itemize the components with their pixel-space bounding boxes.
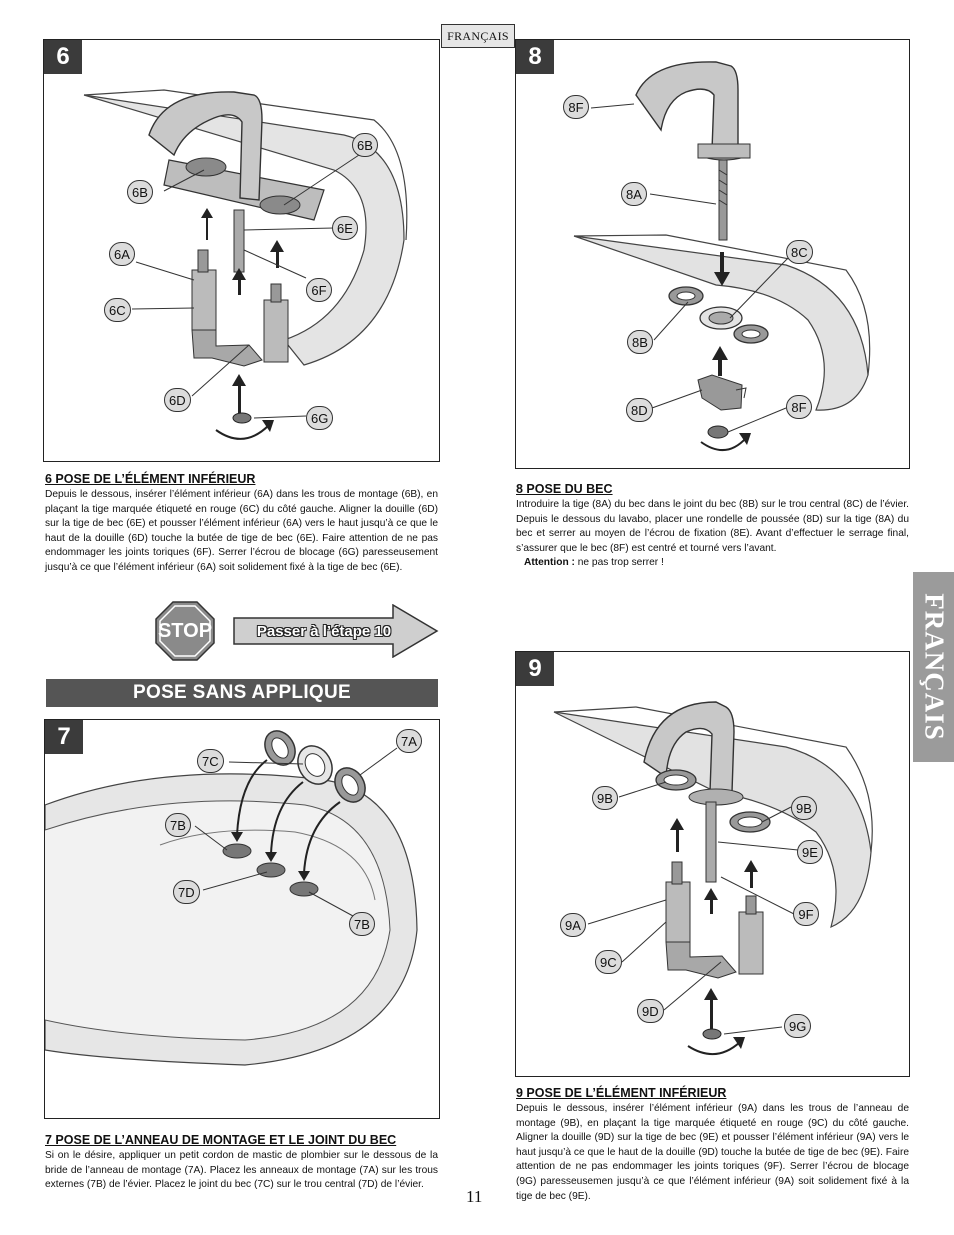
callout-9d: 9D: [637, 999, 664, 1023]
step-9-panel: 9 9B 9B 9E 9F 9A 9C 9D 9G: [515, 651, 910, 1077]
skip-arrow-shape: [233, 603, 439, 659]
callout-8a: 8A: [621, 182, 647, 206]
step-9-badge: 9: [516, 652, 554, 686]
step-7-panel: 7 7A 7C 7B 7D 7B: [44, 719, 440, 1119]
step-6-panel: 6 6B 6B 6E 6A 6F 6C 6D 6G: [43, 39, 440, 462]
step-8-attention: Attention : ne pas trop serrer !: [524, 556, 909, 570]
callout-9b-left: 9B: [592, 786, 618, 810]
callout-8d: 8D: [626, 398, 653, 422]
callout-7d: 7D: [173, 880, 200, 904]
stop-sign: STOP: [155, 601, 215, 661]
attention-text: ne pas trop serrer !: [574, 557, 664, 569]
step-8-title: 8 POSE DU BEC: [516, 482, 613, 496]
step-7-body: Si on le désire, appliquer un petit cord…: [45, 1150, 438, 1191]
callout-6b-right: 6B: [352, 133, 378, 157]
step-7-badge: 7: [45, 720, 83, 754]
step-8-badge: 8: [516, 40, 554, 74]
callout-6g: 6G: [306, 406, 334, 430]
side-language-label: FRANÇAIS: [919, 593, 949, 741]
step-7-title: 7 POSE DE L’ANNEAU DE MONTAGE ET LE JOIN…: [45, 1133, 397, 1147]
step-7-text: 7 POSE DE L’ANNEAU DE MONTAGE ET LE JOIN…: [45, 1133, 438, 1193]
callout-6c: 6C: [104, 298, 131, 322]
step-6-text: 6 POSE DE L’ÉLÉMENT INFÉRIEUR Depuis le …: [45, 472, 438, 576]
callout-7b-top: 7B: [165, 813, 191, 837]
step-9-text: 9 POSE DE L’ÉLÉMENT INFÉRIEUR Depuis le …: [516, 1086, 909, 1204]
step-6-title: 6 POSE DE L’ÉLÉMENT INFÉRIEUR: [45, 472, 256, 486]
callout-6b-left: 6B: [127, 180, 153, 204]
skip-arrow-label: Passer à l’étape 10: [256, 622, 392, 640]
attention-label: Attention :: [524, 557, 575, 569]
skip-arrow: Passer à l’étape 10: [233, 603, 439, 659]
step-9-body: Depuis le dessous, insérer l’élément inf…: [516, 1103, 909, 1202]
callout-9g: 9G: [784, 1014, 812, 1038]
step-6-illustration: [83, 89, 408, 440]
stop-label: STOP: [157, 619, 213, 642]
callout-6a: 6A: [109, 242, 135, 266]
step-9-illustration: [553, 701, 873, 1055]
section-banner: POSE SANS APPLIQUE: [46, 679, 438, 707]
callout-8b: 8B: [627, 330, 653, 354]
callout-9a: 9A: [560, 913, 586, 937]
step-7-illustration: [45, 730, 418, 1066]
callout-7a: 7A: [396, 729, 422, 753]
step-8-illustration: [573, 61, 871, 451]
side-language-tab: FRANÇAIS: [913, 572, 954, 762]
callout-9b-right: 9B: [791, 796, 817, 820]
callout-9f: 9F: [793, 902, 819, 926]
page-number: 11: [466, 1187, 483, 1206]
step-8-panel: 8 8F 8A 8C 8B 8D 8F: [515, 39, 910, 469]
callout-6f: 6F: [306, 278, 332, 302]
step-8-text: 8 POSE DU BEC Introduire la tige (8A) du…: [516, 482, 909, 570]
step-8-body: Introduire la tige (8A) du bec dans le j…: [516, 499, 909, 554]
step-6-badge: 6: [44, 40, 82, 74]
callout-7c: 7C: [197, 749, 224, 773]
callout-8f-top: 8F: [563, 95, 589, 119]
callout-7b-bottom: 7B: [349, 912, 375, 936]
step-6-body: Depuis le dessous, insérer l’élément inf…: [45, 489, 438, 573]
callout-8f-bottom: 8F: [786, 395, 812, 419]
callout-8c: 8C: [786, 240, 813, 264]
language-tab: FRANÇAIS: [441, 24, 515, 48]
callout-6d: 6D: [164, 388, 191, 412]
callout-9c: 9C: [595, 950, 622, 974]
callout-6e: 6E: [332, 216, 358, 240]
callout-9e: 9E: [797, 840, 823, 864]
stop-octagon: [155, 601, 215, 661]
step-9-title: 9 POSE DE L’ÉLÉMENT INFÉRIEUR: [516, 1086, 727, 1100]
